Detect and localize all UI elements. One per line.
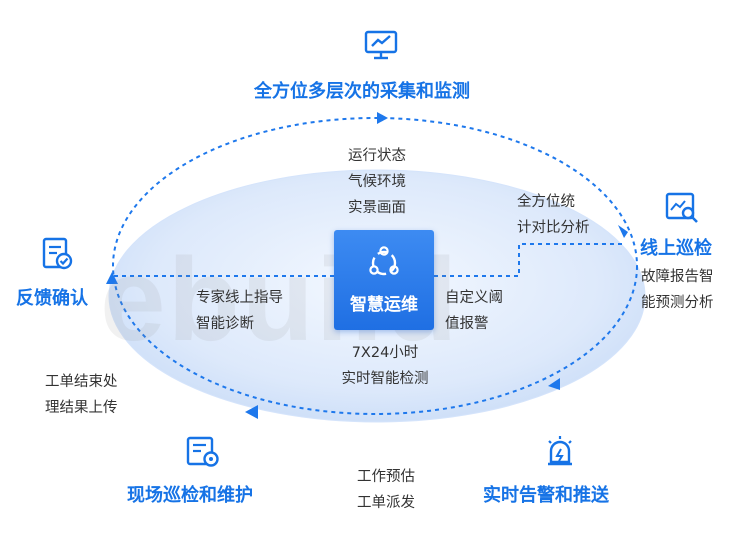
right-center-notes: 自定义阈 值报警 [445,285,503,337]
note-line: 自定义阈 [445,290,503,306]
center-node: 智慧运维 [334,230,434,330]
note-line: 气候环境 [348,174,406,190]
center-title: 智慧运维 [350,295,418,315]
note-line: 运行状态 [348,148,406,164]
arrow-top [377,112,388,124]
top-right-notes: 全方位统 计对比分析 [517,189,590,241]
bottom-left-node-title: 现场巡检和维护 [127,485,253,506]
note-line: 7X24小时 [351,345,419,361]
report-search-icon [665,192,698,223]
monitor-chart-icon [364,30,398,60]
right-node-title: 线上巡检 [640,238,712,259]
right-connector-dashed [434,243,624,277]
share-network-icon [369,246,399,276]
note-line: 实景画面 [348,200,406,216]
arrow-left [106,272,118,284]
right-node-desc: 故障报告智 能预测分析 [641,264,714,316]
note-line: 全方位统 [517,194,575,210]
left-low-notes: 工单结束处 理结果上传 [45,369,118,421]
note-line: 理结果上传 [45,400,118,416]
document-check-icon [42,237,73,270]
note-line: 工作预估 [357,469,415,485]
note-line: 工单结束处 [45,374,118,390]
arrow-right-upper [618,225,628,238]
top-center-notes: 运行状态 气候环境 实景画面 [348,143,406,221]
left-node-title: 反馈确认 [16,288,88,309]
below-center-notes: 7X24小时 实时智能检测 [333,340,437,392]
note-line: 实时智能检测 [341,371,429,387]
bottom-right-node-title: 实时告警和推送 [483,485,609,506]
arrow-right-lower [548,378,560,390]
top-node-title: 全方位多层次的采集和监测 [254,81,470,102]
cycle-dashed-ellipse [112,117,638,415]
desc-line: 能预测分析 [641,295,714,311]
alarm-light-icon [548,436,572,466]
note-line: 工单派发 [357,495,415,511]
left-center-notes: 专家线上指导 智能诊断 [196,285,283,337]
document-gear-icon [186,436,219,467]
note-line: 值报警 [445,316,489,332]
bottom-center-notes: 工作预估 工单派发 [357,464,415,516]
desc-line: 故障报告智 [641,269,714,285]
note-line: 专家线上指导 [196,290,283,306]
note-line: 计对比分析 [517,220,590,236]
arrow-bottom [245,405,258,419]
note-line: 智能诊断 [196,316,254,332]
